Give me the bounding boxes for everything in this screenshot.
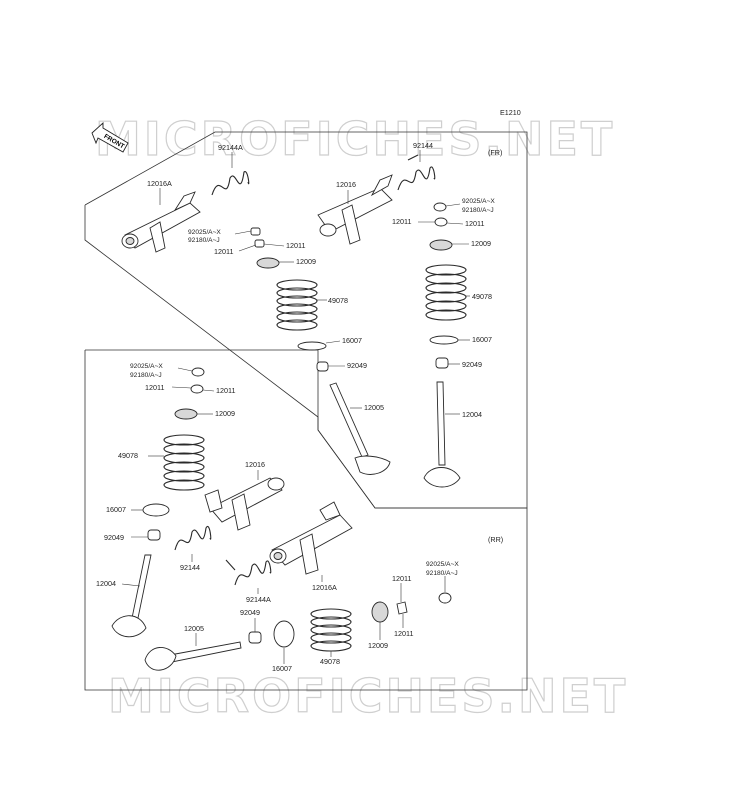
label-12005-fr: 12005 <box>364 403 384 412</box>
guide-92049-a <box>316 361 329 372</box>
section-label-rr: (RR) <box>488 535 503 544</box>
label-16007-c: 16007 <box>106 505 126 514</box>
label-16007-d: 16007 <box>272 664 292 673</box>
label-12011-a2: 12011 <box>214 247 233 256</box>
valve-spring-49078-c <box>163 434 205 491</box>
rr-section-frame <box>84 349 528 691</box>
cotter-12011-a <box>254 239 265 248</box>
retainer-12009-d <box>371 601 389 623</box>
seal-16007-a <box>297 341 327 351</box>
valve-spring-49078-a <box>276 279 318 331</box>
label-92180-b: 92180/A~J <box>462 207 494 214</box>
label-92025-a: 92025/A~X <box>188 229 221 236</box>
label-92144A-rr: 92144A <box>246 595 271 604</box>
label-92180-c: 92180/A~J <box>130 372 162 379</box>
figure-code: E1210 <box>500 108 521 117</box>
rocker-arm-12016-fr <box>317 174 393 245</box>
rocker-arm-12016-rr <box>204 477 285 531</box>
label-12009-d: 12009 <box>368 641 388 650</box>
label-12004-rr: 12004 <box>96 579 116 588</box>
watermark-bottom: MICROFICHES.NET <box>108 669 628 723</box>
retainer-12009-c <box>174 408 198 420</box>
label-49078-d: 49078 <box>320 657 340 666</box>
spring-92144A-fr <box>211 171 250 196</box>
label-12011-a: 12011 <box>286 241 305 250</box>
spring-92144-rr <box>174 525 212 551</box>
label-12011-b2: 12011 <box>465 219 484 228</box>
label-12009-b: 12009 <box>471 239 491 248</box>
label-92049-b: 92049 <box>462 360 482 369</box>
shim-92025-d <box>438 592 452 604</box>
label-92025-c: 92025/A~X <box>130 363 163 370</box>
spring-92144A-rr <box>225 559 272 586</box>
shim-92025-c <box>191 367 205 377</box>
label-92144-rr: 92144 <box>180 563 200 572</box>
label-92144A-fr: 92144A <box>218 143 243 152</box>
label-12011-d: 12011 <box>392 574 411 583</box>
label-16007-b: 16007 <box>472 335 492 344</box>
valve-spring-49078-b <box>425 264 467 321</box>
seal-16007-d <box>273 620 295 648</box>
section-label-fr: (FR) <box>488 148 502 157</box>
label-49078-c: 49078 <box>118 451 138 460</box>
guide-92049-b <box>435 357 449 369</box>
rocker-arm-12016A-rr <box>269 501 353 575</box>
label-12016A-fr: 12016A <box>147 179 172 188</box>
retainer-12009-a <box>256 257 280 269</box>
label-12011-d2: 12011 <box>394 629 413 638</box>
guide-92049-d <box>248 631 262 644</box>
label-12011-c: 12011 <box>145 383 164 392</box>
label-92049-c: 92049 <box>104 533 124 542</box>
label-92049-d: 92049 <box>240 608 260 617</box>
label-12005-rr: 12005 <box>184 624 204 633</box>
valve-12004-rr <box>111 554 152 638</box>
label-12009-a: 12009 <box>296 257 316 266</box>
valve-12004-fr <box>423 381 461 488</box>
spring-92144-fr <box>397 154 436 191</box>
label-12016-rr: 12016 <box>245 460 265 469</box>
shim-92025-a <box>250 227 261 236</box>
label-49078-b: 49078 <box>472 292 492 301</box>
seal-16007-b <box>429 335 459 345</box>
guide-92049-c <box>147 529 161 541</box>
label-49078-a: 49078 <box>328 296 348 305</box>
rocker-arm-12016A-fr <box>121 191 201 253</box>
cotter-12011-c <box>190 384 204 394</box>
label-92144-fr: 92144 <box>413 141 433 150</box>
valve-12005-rr <box>144 641 242 671</box>
cotter-12011-b <box>434 217 448 227</box>
valve-12005-fr <box>329 382 391 475</box>
retainer-12009-b <box>429 239 453 251</box>
label-12016A-rr: 12016A <box>312 583 337 592</box>
valve-spring-49078-d <box>310 608 352 652</box>
label-92025-d: 92025/A~X <box>426 561 459 568</box>
label-16007-a: 16007 <box>342 336 362 345</box>
label-12011-b: 12011 <box>392 217 411 226</box>
label-92180-d: 92180/A~J <box>426 570 458 577</box>
label-92049-a: 92049 <box>347 361 367 370</box>
label-92180-a: 92180/A~J <box>188 237 220 244</box>
shim-92025-b <box>433 202 447 212</box>
label-12004-fr: 12004 <box>462 410 482 419</box>
cotter-12011-d <box>396 601 408 615</box>
label-12009-c: 12009 <box>215 409 235 418</box>
label-12016-fr: 12016 <box>336 180 356 189</box>
label-12011-c2: 12011 <box>216 386 235 395</box>
label-92025-b: 92025/A~X <box>462 198 495 205</box>
watermark-top: MICROFICHES.NET <box>95 112 615 166</box>
seal-16007-c <box>142 503 170 517</box>
